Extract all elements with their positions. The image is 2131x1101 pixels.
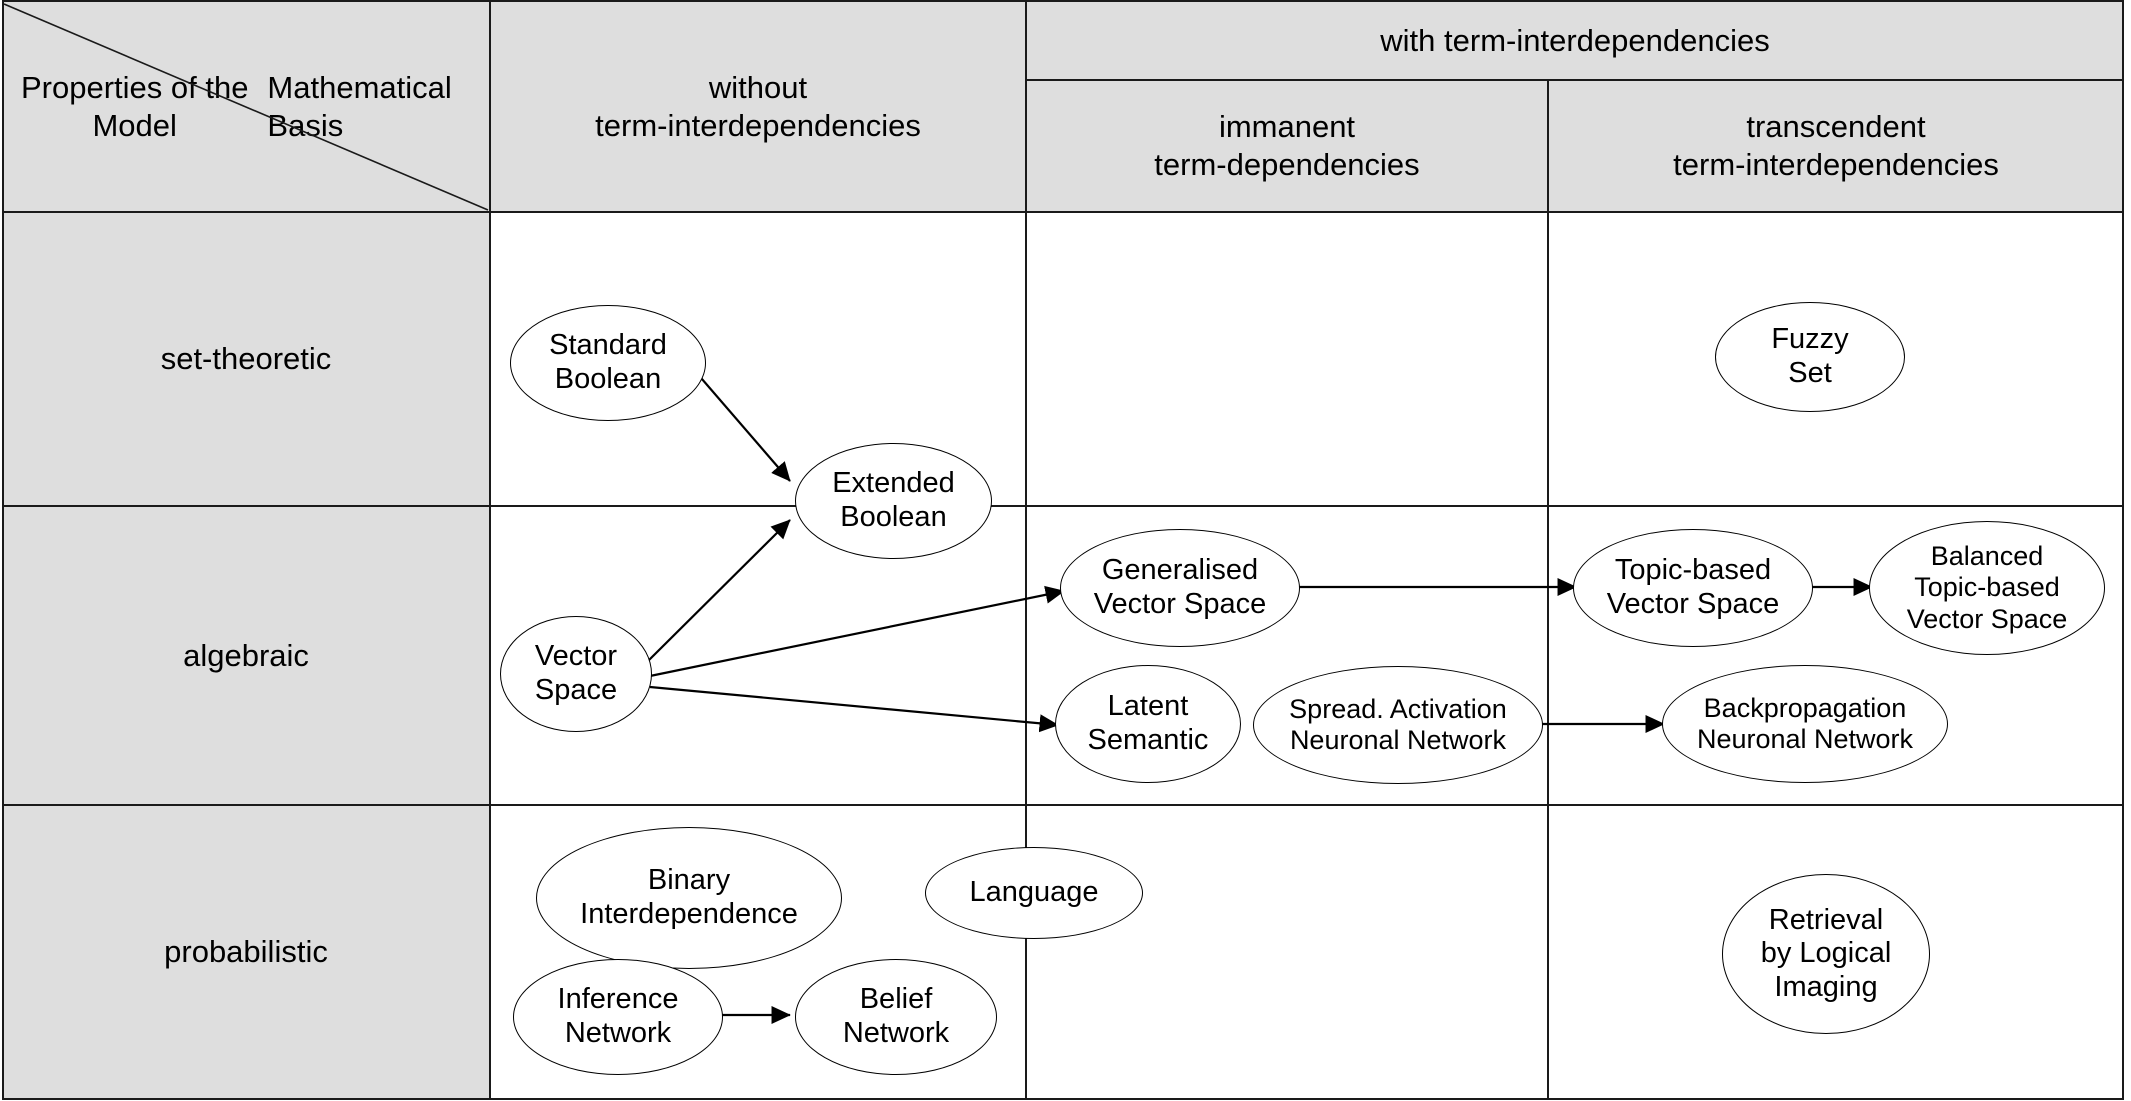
- node-inference-network-label: Inference Network: [557, 983, 679, 1049]
- node-vector-space[interactable]: Vector Space: [500, 616, 652, 732]
- grid-line-col3: [1547, 79, 1549, 1100]
- node-spread-activation-neuronal-network[interactable]: Spread. Activation Neuronal Network: [1253, 666, 1543, 784]
- column-axis-label: Properties of the Model: [20, 70, 249, 143]
- column-header-without: without term-interdependencies: [490, 2, 1026, 212]
- column-group-header-with: with term-interdependencies: [1026, 2, 2124, 80]
- column-header-transcendent-label: transcendent term-interdependencies: [1673, 109, 1999, 182]
- grid-line-right: [2122, 0, 2124, 1100]
- column-header-without-label: without term-interdependencies: [595, 70, 921, 143]
- node-standard-boolean[interactable]: Standard Boolean: [510, 305, 706, 421]
- grid-line-left: [2, 0, 4, 1100]
- column-group-header-with-label: with term-interdependencies: [1380, 23, 1770, 59]
- node-vector-space-label: Vector Space: [534, 640, 618, 706]
- node-backpropagation-neuronal-network[interactable]: Backpropagation Neuronal Network: [1662, 665, 1948, 783]
- row-header-probabilistic-label: probabilistic: [164, 934, 328, 970]
- node-binary-interdependence[interactable]: Binary Interdependence: [536, 827, 842, 969]
- column-header-immanent-label: immanent term-dependencies: [1154, 109, 1420, 182]
- node-generalised-vector-space[interactable]: Generalised Vector Space: [1060, 529, 1300, 647]
- grid-line-subheader: [1026, 79, 2124, 81]
- grid-line-bottom: [2, 1098, 2124, 1100]
- node-language[interactable]: Language: [925, 847, 1143, 939]
- node-spread-activation-neuronal-network-label: Spread. Activation Neuronal Network: [1289, 693, 1507, 755]
- node-topic-based-vector-space[interactable]: Topic-based Vector Space: [1573, 529, 1813, 647]
- column-header-immanent: immanent term-dependencies: [1026, 80, 1548, 212]
- node-retrieval-by-logical-imaging-label: Retrieval by Logical Imaging: [1760, 903, 1892, 1003]
- corner-header-cell: Properties of the Model Mathematical Bas…: [2, 2, 490, 212]
- column-header-transcendent: transcendent term-interdependencies: [1548, 80, 2124, 212]
- node-extended-boolean-label: Extended Boolean: [832, 467, 955, 533]
- node-belief-network[interactable]: Belief Network: [795, 959, 997, 1075]
- row-header-algebraic-label: algebraic: [183, 637, 309, 673]
- node-fuzzy-set-label: Fuzzy Set: [1771, 323, 1849, 389]
- node-language-label: Language: [969, 876, 1099, 909]
- node-retrieval-by-logical-imaging[interactable]: Retrieval by Logical Imaging: [1722, 874, 1930, 1034]
- node-latent-semantic-label: Latent Semantic: [1087, 690, 1209, 756]
- row-header-set-theoretic-label: set-theoretic: [160, 341, 332, 377]
- cell-set-theoretic-immanent: [1026, 212, 1548, 506]
- node-balanced-topic-based-vector-space-label: Balanced Topic-based Vector Space: [1906, 541, 2068, 634]
- grid-line-top: [2, 0, 2124, 2]
- row-header-set-theoretic: set-theoretic: [2, 212, 490, 506]
- grid-line-row2-bottom: [2, 804, 2124, 806]
- row-header-probabilistic: probabilistic: [2, 805, 490, 1099]
- node-inference-network[interactable]: Inference Network: [513, 959, 723, 1075]
- node-standard-boolean-label: Standard Boolean: [549, 329, 667, 395]
- node-generalised-vector-space-label: Generalised Vector Space: [1093, 554, 1267, 620]
- cell-probabilistic-immanent: [1026, 805, 1548, 1099]
- node-balanced-topic-based-vector-space[interactable]: Balanced Topic-based Vector Space: [1869, 521, 2105, 655]
- row-axis-label: Mathematical Basis: [267, 70, 452, 143]
- node-backpropagation-neuronal-network-label: Backpropagation Neuronal Network: [1696, 692, 1914, 754]
- row-header-algebraic: algebraic: [2, 506, 490, 805]
- grid-line-row1-bottom: [2, 505, 2124, 507]
- node-binary-interdependence-label: Binary Interdependence: [580, 864, 798, 930]
- node-fuzzy-set[interactable]: Fuzzy Set: [1715, 302, 1905, 412]
- node-topic-based-vector-space-label: Topic-based Vector Space: [1606, 554, 1780, 620]
- grid-line-col2: [1025, 0, 1027, 1100]
- grid-line-col1: [489, 0, 491, 1100]
- grid-line-header-bottom: [2, 211, 2124, 213]
- node-extended-boolean[interactable]: Extended Boolean: [795, 443, 992, 559]
- corner-diagonal-icon: [3, 3, 489, 211]
- node-latent-semantic[interactable]: Latent Semantic: [1055, 665, 1241, 783]
- node-belief-network-label: Belief Network: [842, 983, 950, 1049]
